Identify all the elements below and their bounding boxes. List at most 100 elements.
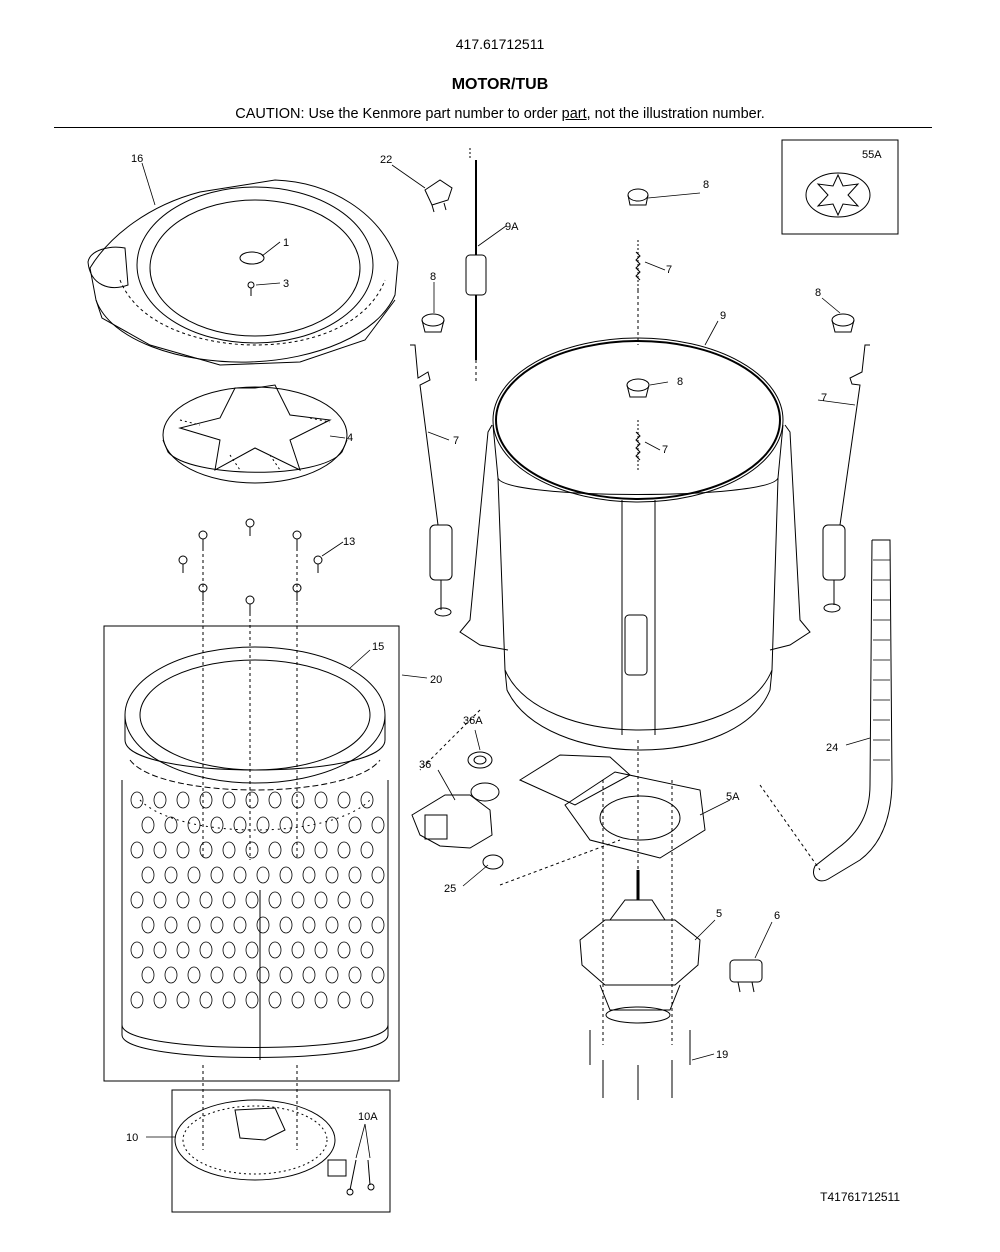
callout-8-right: 8 — [815, 287, 821, 299]
part-8-grommet-right — [831, 313, 855, 333]
basket-hole — [348, 816, 362, 834]
basket-hole — [256, 916, 270, 934]
basket-hole — [210, 916, 224, 934]
part-15-balance-ring — [124, 646, 386, 791]
spin-basket — [121, 780, 389, 1060]
part-4-impeller — [162, 384, 348, 484]
callout-9: 9 — [720, 310, 726, 322]
basket-hole — [233, 866, 247, 884]
callout-15: 15 — [372, 641, 384, 653]
caution-note: CAUTION: Use the Kenmore part number to … — [0, 106, 1000, 122]
basket-hole — [256, 816, 270, 834]
basket-hole — [130, 891, 144, 909]
basket-hole — [371, 816, 385, 834]
basket-hole — [130, 791, 144, 809]
basket-hole — [176, 941, 190, 959]
callout-8-left: 8 — [430, 271, 436, 283]
basket-hole — [279, 866, 293, 884]
basket-perforations — [130, 791, 385, 1009]
basket-hole — [279, 916, 293, 934]
basket-hole — [176, 841, 190, 859]
basket-hole — [360, 941, 374, 959]
basket-hole — [164, 916, 178, 934]
basket-hole — [314, 941, 328, 959]
callout-7-top: 7 — [666, 264, 672, 276]
basket-hole — [302, 866, 316, 884]
callout-22: 22 — [380, 154, 392, 166]
basket-hole — [141, 816, 155, 834]
callout-25: 25 — [444, 883, 456, 895]
callout-8-tub: 8 — [677, 376, 683, 388]
basket-hole — [360, 891, 374, 909]
caution-part-word: part — [561, 106, 587, 122]
basket-hole — [222, 891, 236, 909]
part-9-outer-tub — [459, 337, 811, 751]
callout-labels: 16 1 3 4 13 15 20 22 9A 8 8 8 8 7 7 7 7 … — [126, 149, 882, 1144]
basket-hole — [164, 866, 178, 884]
basket-hole — [130, 841, 144, 859]
callout-7-right: 7 — [821, 392, 827, 404]
caution-text-start: CAUTION: Use the Kenmore part number to … — [235, 106, 562, 122]
basket-hole — [153, 791, 167, 809]
callout-24: 24 — [826, 742, 838, 754]
part-3-screw — [247, 281, 255, 296]
callout-5: 5 — [716, 908, 722, 920]
alignment-lines-tub — [419, 290, 821, 1045]
part-36-drain-pump — [411, 782, 500, 849]
part-9A-rod — [465, 148, 487, 360]
callout-8-top: 8 — [703, 179, 709, 191]
basket-hole — [314, 841, 328, 859]
basket-hole — [245, 841, 259, 859]
part-5A-mounting-plate — [518, 754, 706, 859]
callout-9A: 9A — [505, 221, 519, 233]
callout-16: 16 — [131, 153, 143, 165]
basket-hole — [291, 841, 305, 859]
part-19-bolts — [589, 1030, 691, 1100]
basket-hole — [268, 841, 282, 859]
basket-hole — [233, 816, 247, 834]
basket-hole — [199, 841, 213, 859]
basket-hole — [337, 841, 351, 859]
basket-hole — [245, 941, 259, 959]
basket-hole — [176, 891, 190, 909]
basket-hole — [337, 791, 351, 809]
callout-20: 20 — [430, 674, 442, 686]
basket-hole — [141, 916, 155, 934]
basket-hole — [291, 891, 305, 909]
header-rule — [54, 127, 932, 128]
part-10A-fasteners — [327, 1159, 375, 1196]
basket-hole — [302, 966, 316, 984]
basket-hole — [268, 791, 282, 809]
basket-hole — [153, 991, 167, 1009]
callout-1: 1 — [283, 237, 289, 249]
part-7-spring-center — [635, 420, 641, 470]
basket-hole — [187, 866, 201, 884]
basket-hole — [325, 866, 339, 884]
basket-hole — [199, 791, 213, 809]
basket-hole — [360, 791, 374, 809]
basket-hole — [222, 791, 236, 809]
basket-hole — [199, 891, 213, 909]
basket-hole — [187, 966, 201, 984]
callout-4: 4 — [347, 432, 353, 444]
basket-hole — [233, 916, 247, 934]
basket-hole — [256, 866, 270, 884]
basket-hole — [268, 941, 282, 959]
basket-hole — [279, 816, 293, 834]
basket-hole — [348, 966, 362, 984]
basket-hole — [256, 966, 270, 984]
alignment-lines-left — [202, 548, 298, 1150]
callout-3: 3 — [283, 278, 289, 290]
basket-hole — [291, 941, 305, 959]
basket-hole — [222, 841, 236, 859]
basket-hole — [210, 866, 224, 884]
basket-hole — [268, 991, 282, 1009]
basket-hole — [337, 941, 351, 959]
basket-hole — [130, 991, 144, 1009]
basket-hole — [302, 916, 316, 934]
callout-10: 10 — [126, 1132, 138, 1144]
part-8-grommet-top-center — [627, 188, 649, 206]
part-5-transmission — [579, 870, 701, 1024]
basket-hole — [371, 966, 385, 984]
basket-hole — [141, 966, 155, 984]
